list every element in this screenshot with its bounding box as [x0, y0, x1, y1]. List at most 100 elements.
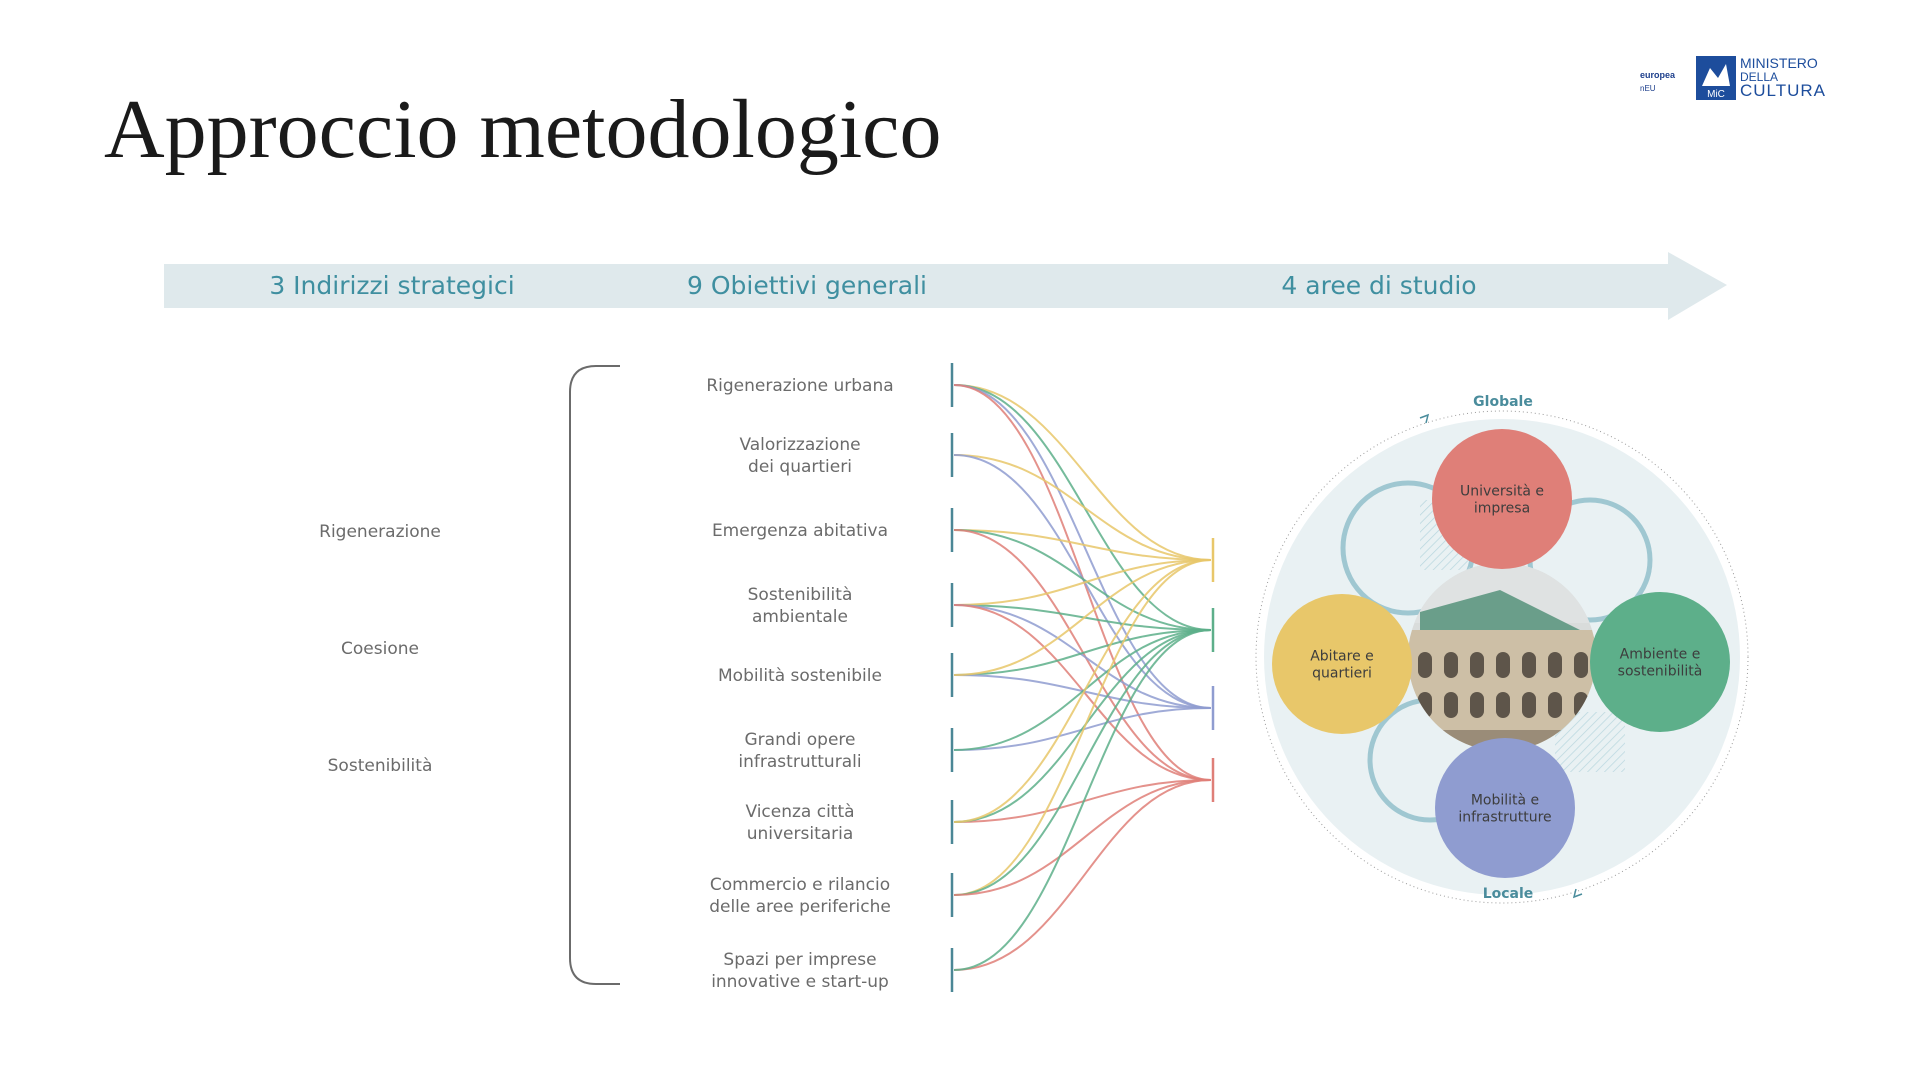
eu-sub-label: nEU: [1640, 84, 1656, 93]
connection-line: [953, 779, 1212, 896]
connection-line: [953, 779, 1212, 971]
outer-boundary: [1255, 410, 1749, 904]
connection-line: [953, 454, 1212, 561]
central-photo: [1408, 563, 1596, 751]
objective-label: infrastrutturali: [738, 752, 861, 772]
area-circle-label: quartieri: [1312, 666, 1372, 682]
connection-line: [953, 559, 1212, 823]
photo-arch: [1574, 652, 1588, 678]
scale-label-locale: Locale: [1483, 886, 1534, 902]
header-arrow-shape: [164, 252, 1727, 320]
area-circle-label: Università e: [1460, 484, 1544, 500]
header-arrow: 3 Indirizzi strategici 9 Obiettivi gener…: [164, 252, 1727, 320]
strategic-direction-label: Rigenerazione: [319, 522, 441, 542]
objective-item: Rigenerazione urbana: [706, 363, 954, 407]
connection-line: [953, 384, 1212, 709]
objective-label: dei quartieri: [748, 457, 852, 477]
objective-label: Rigenerazione urbana: [706, 376, 893, 396]
scale-arrow-bottom-icon: [1572, 888, 1583, 899]
photo-arch: [1418, 652, 1432, 678]
area-circle-shape: [1590, 592, 1730, 732]
page-title: Approccio metodologico: [104, 83, 942, 176]
strategic-direction-label: Sostenibilità: [328, 756, 433, 776]
scale-label-globale: Globale: [1473, 394, 1533, 410]
header-col-aree: 4 aree di studio: [1281, 271, 1476, 300]
area-circle-shape: [1432, 429, 1572, 569]
objective-item: Emergenza abitativa: [712, 508, 954, 552]
objective-label: ambientale: [752, 607, 848, 627]
objective-label: Spazi per imprese: [723, 950, 876, 970]
objective-label: universitaria: [747, 824, 854, 844]
area-circle-label: Ambiente e: [1620, 647, 1701, 663]
objective-label: innovative e start-up: [711, 972, 889, 992]
objective-label: delle aree periferiche: [709, 897, 891, 917]
area-circle-label: Mobilità e: [1471, 793, 1539, 809]
scale-arrow-top-icon: [1419, 413, 1430, 424]
ministry-line-1: MINISTERO: [1740, 55, 1818, 71]
area-circle-label: Abitare e: [1310, 649, 1374, 665]
connection-line: [953, 604, 1212, 709]
photo-arch: [1496, 652, 1510, 678]
mic-emblem-icon: MiC: [1696, 56, 1736, 100]
photo-arch: [1444, 692, 1458, 718]
connection-line: [953, 559, 1212, 676]
photo-arches: [1418, 652, 1588, 718]
connection-line: [953, 384, 1212, 561]
connection-line: [953, 779, 1212, 823]
header-col-obiettivi: 9 Obiettivi generali: [687, 271, 927, 300]
objective-label: Sostenibilità: [748, 585, 853, 605]
photo-arch: [1470, 652, 1484, 678]
photo-arch: [1496, 692, 1510, 718]
photo-arch: [1522, 652, 1536, 678]
objective-label: Vicenza città: [745, 802, 854, 822]
connection-line: [953, 384, 1212, 631]
objective-label: Mobilità sostenibile: [718, 666, 882, 686]
connection-line: [953, 529, 1212, 781]
connection-line: [953, 629, 1212, 896]
photo-arch: [1470, 692, 1484, 718]
ministry-line-3: CULTURA: [1740, 81, 1827, 100]
area-circle-label: impresa: [1474, 501, 1530, 517]
connection-line: [953, 559, 1212, 896]
photo-arch: [1444, 652, 1458, 678]
objective-item: Mobilità sostenibile: [718, 653, 954, 697]
photo-arch: [1522, 692, 1536, 718]
photo-arch: [1548, 692, 1562, 718]
header-col-indirizzi: 3 Indirizzi strategici: [269, 271, 514, 300]
connection-line: [953, 629, 1212, 823]
objective-label: Emergenza abitativa: [712, 521, 888, 541]
objective-label: Commercio e rilancio: [710, 875, 890, 895]
area-circle-label: sostenibilità: [1618, 664, 1703, 680]
connection-line: [953, 559, 1212, 606]
area-circle-label: infrastrutture: [1458, 810, 1551, 826]
ministry-line-2: DELLA: [1740, 70, 1779, 84]
ministry-name: MINISTERO DELLA CULTURA: [1740, 55, 1827, 100]
objective-label: Valorizzazione: [739, 435, 860, 455]
objective-connections: [953, 384, 1212, 971]
connection-line: [953, 529, 1212, 631]
strategic-direction-label: Coesione: [341, 639, 419, 659]
connection-line: [953, 529, 1212, 561]
area-circle-shape: [1272, 594, 1412, 734]
connection-line: [953, 629, 1212, 971]
ministry-logo: europea nEU MiC MINISTERO DELLA CULTURA: [1640, 56, 1840, 106]
eu-label: europea: [1640, 70, 1676, 80]
grouping-bracket: [569, 365, 620, 985]
objective-label: Grandi opere: [745, 730, 856, 750]
connection-line: [953, 629, 1212, 676]
area-circle-shape: [1435, 738, 1575, 878]
